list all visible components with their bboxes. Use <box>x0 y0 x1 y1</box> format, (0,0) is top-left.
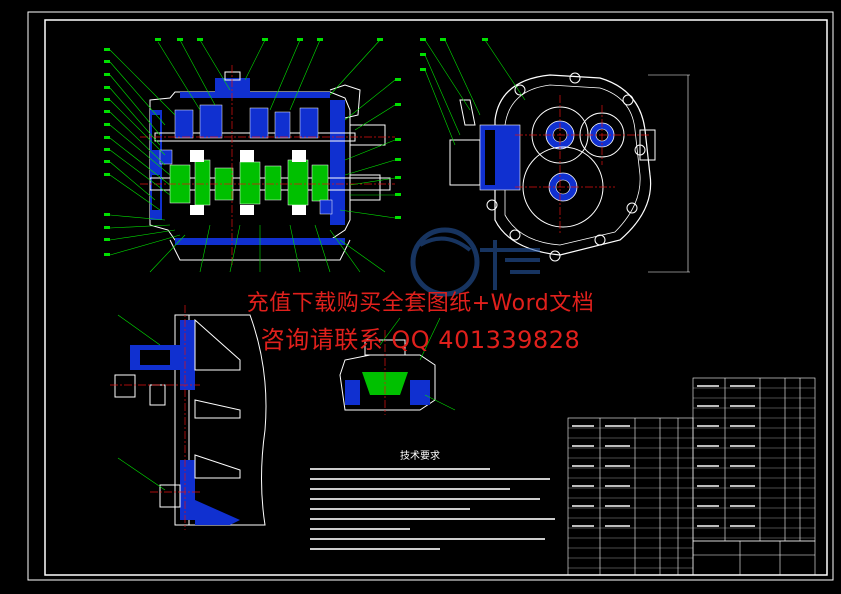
main-section-view <box>140 65 395 265</box>
parts-list-text-marks <box>572 385 755 527</box>
technical-requirements-title: 技术要求 <box>400 451 440 462</box>
lower-left-leader-lines <box>117 314 166 491</box>
inner-frame <box>44 19 828 576</box>
parts-list-table <box>567 377 816 576</box>
side-view-part-balloons <box>420 38 488 71</box>
watermark-line-2: 咨询请联系 QQ 401339828 <box>260 326 581 354</box>
main-view-part-balloons <box>104 38 401 256</box>
wenku-logo-icon <box>410 227 540 297</box>
lower-left-partial-view <box>110 305 267 530</box>
side-view <box>449 72 690 273</box>
watermark-line-1: 充值下载购买全套图纸+Word文档 <box>246 291 595 316</box>
side-view-leader-lines <box>424 39 526 146</box>
technical-requirements-lines <box>310 468 555 550</box>
detail-view-leader-lines <box>379 317 456 411</box>
parts-list-rows <box>568 387 815 569</box>
main-view-leader-lines <box>109 39 396 273</box>
outer-frame <box>27 11 834 581</box>
detail-view <box>339 330 436 415</box>
